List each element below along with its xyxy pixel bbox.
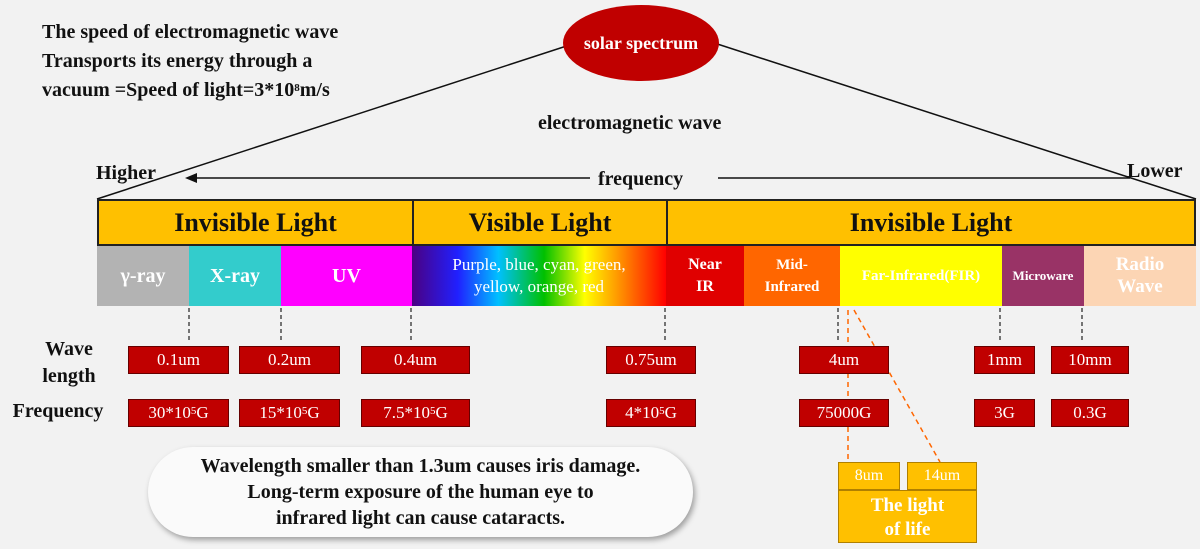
higher-label: Higher [96, 162, 156, 184]
segment-uv: UV [281, 246, 412, 306]
frequency-box: 3G [974, 399, 1035, 427]
wavelength-box: 0.2um [239, 346, 340, 374]
wavelength-box: 10mm [1051, 346, 1129, 374]
frequency-box: 75000G [799, 399, 889, 427]
intro-line-2: Transports its energy through a [42, 50, 313, 72]
wavelength-box: 0.1um [128, 346, 229, 374]
frequency-row-label: Frequency [12, 400, 104, 422]
warning-note: Wavelength smaller than 1.3um causes iri… [148, 447, 693, 537]
segment-visible-spectrum: Purple, blue, cyan, green,yellow, orange… [412, 246, 666, 306]
intro-line-3: vacuum =Speed of light=3*108m/s [42, 79, 330, 101]
band-invisible-light-left: Invisible Light [97, 199, 414, 246]
band-invisible-light-right: Invisible Light [666, 199, 1196, 246]
subtitle: electromagnetic wave [538, 112, 722, 134]
frequency-arrow-label: frequency [598, 168, 684, 190]
wavelength-box: 1mm [974, 346, 1035, 374]
life-range-start: 8um [838, 462, 900, 490]
segment-gamma-ray: γ-ray [97, 246, 189, 306]
wavelength-box: 0.4um [361, 346, 470, 374]
wavelength-box: 4um [799, 346, 889, 374]
wavelength-box: 0.75um [606, 346, 696, 374]
lower-label: Lower [1127, 160, 1183, 182]
segment-mid-infrared: Mid-Infrared [744, 246, 840, 306]
segment-x-ray: X-ray [189, 246, 281, 306]
intro-text: The speed of electromagnetic wave Transp… [42, 18, 338, 105]
band-visible-light: Visible Light [412, 199, 668, 246]
intro-line-1: The speed of electromagnetic wave [42, 21, 339, 43]
segment-microware: Microware [1002, 246, 1084, 306]
life-range-end: 14um [907, 462, 977, 490]
frequency-box: 0.3G [1051, 399, 1129, 427]
segment-far-infrared: Far-Infrared(FIR) [840, 246, 1002, 306]
solar-spectrum-ellipse: solar spectrum [563, 5, 719, 81]
